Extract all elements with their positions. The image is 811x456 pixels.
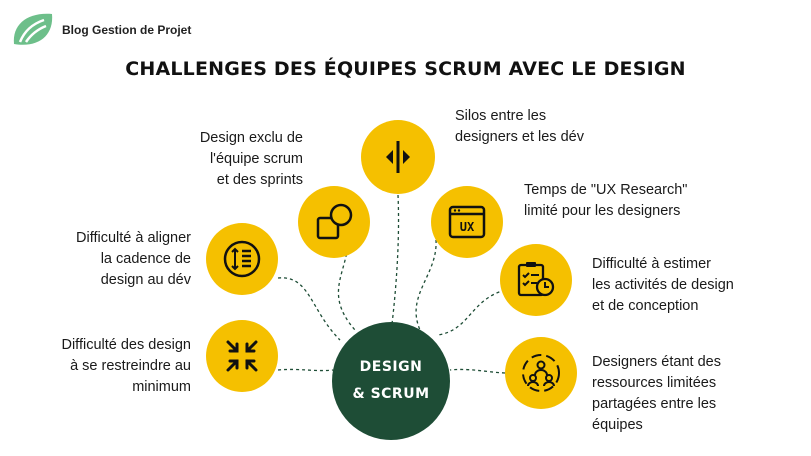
connector-2 xyxy=(437,289,506,336)
challenge-icon-cadence xyxy=(206,223,278,295)
connector-3 xyxy=(449,368,506,374)
connector-0 xyxy=(391,194,400,325)
center-hub: DESIGN & SCRUM xyxy=(332,322,450,440)
team-cycle-icon xyxy=(522,354,560,392)
challenge-icon-minimum xyxy=(206,320,278,392)
leaf-logo-icon xyxy=(13,13,53,45)
challenge-label-minimum: Difficulté des design à se restreindre a… xyxy=(61,337,191,395)
compress-arrows-icon xyxy=(226,340,258,372)
challenge-label-ux-research: Temps de "UX Research" limité pour les d… xyxy=(524,182,688,219)
challenge-label-estimate: Difficulté à estimer les activités de de… xyxy=(592,256,734,314)
checklist-clock-icon xyxy=(517,262,555,297)
challenge-label-silos: Silos entre les designers et les dév xyxy=(455,108,584,145)
challenge-icon-resources xyxy=(505,337,577,409)
connector-5 xyxy=(277,277,341,341)
svg-text:UX: UX xyxy=(460,220,475,234)
challenge-label-resources: Designers étant des ressources limitées … xyxy=(592,354,721,433)
challenge-label-excluded: Design exclu de l'équipe scrum et des sp… xyxy=(199,130,303,188)
challenge-icon-excluded xyxy=(298,186,370,258)
brand-logo: Blog Gestion de Projet xyxy=(10,10,191,50)
challenge-label-cadence: Difficulté à aligner la cadence de desig… xyxy=(76,230,191,288)
connector-6 xyxy=(277,368,334,372)
split-arrows-icon xyxy=(386,141,410,173)
center-line-1: DESIGN xyxy=(359,359,423,375)
challenge-icon-ux-research: UX xyxy=(431,186,503,258)
ux-window-icon: UX xyxy=(448,205,486,239)
challenge-icon-silos xyxy=(361,120,435,194)
connector-1 xyxy=(415,239,437,331)
center-line-2: & SCRUM xyxy=(352,386,430,402)
challenge-icon-estimate xyxy=(500,244,572,316)
shapes-icon xyxy=(316,203,353,240)
page-title: CHALLENGES DES ÉQUIPES SCRUM AVEC LE DES… xyxy=(125,58,686,80)
sort-list-icon xyxy=(223,240,261,278)
brand-name: Blog Gestion de Projet xyxy=(62,23,192,37)
